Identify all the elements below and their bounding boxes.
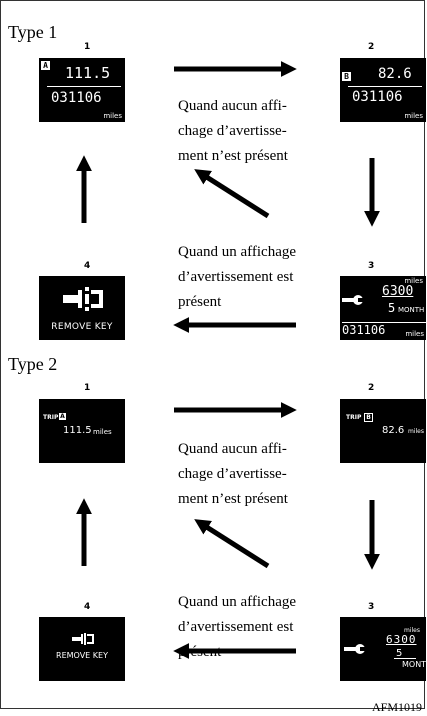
type2-label: Type 2 [8,354,58,374]
trip-b-badge: B [364,413,373,422]
type2-step-1-number: 1 [84,383,91,393]
type1-caption-warning: Quand un affichage d’avertissement est p… [178,244,297,310]
type1-step-3-number: 3 [368,261,375,271]
unit-label-top: miles [404,627,420,634]
type2-step-2-number: 2 [368,383,375,393]
trip-a-badge: A [41,61,50,70]
type2-display-maintenance: miles 6300 5 MONTH [340,617,426,681]
divider [394,658,416,659]
type2-display-trip-a: TRIP A 111.5 miles [39,399,125,463]
unit-label-top: miles [404,277,423,285]
key-icon [72,633,94,645]
type1-display-trip-b: B 82.6 031106 miles [340,58,426,122]
months-value: 5 [396,648,403,659]
wrench-icon [344,644,366,654]
unit-label-bottom: miles [405,330,424,338]
month-label: MONTH [402,660,426,669]
trip-value: 111.5 [65,64,111,82]
type1-display-trip-a: A 111.5 031106 miles [39,58,125,122]
type2-display-remove-key: REMOVE KEY [39,617,125,681]
type1-step-1-number: 1 [84,42,91,52]
key-icon [63,287,103,311]
type2-caption-no-warning: Quand aucun affi- chage d’avertisse- men… [178,441,288,507]
trip-value: 82.6 [382,425,405,436]
type2-step-3-number: 3 [368,602,375,612]
month-label: MONTH [398,306,425,314]
unit-label: miles [404,112,423,120]
type1-display-maintenance: miles 6300 5 MONTH 031106 miles [340,276,426,340]
type1-display-remove-key: REMOVE KEY [39,276,125,340]
unit-label: miles [93,428,112,436]
remove-key-text: REMOVE KEY [56,651,108,660]
distance-value: 6300 [382,284,414,299]
trip-value: 82.6 [378,66,412,82]
arrow-diagonal-icon [194,169,270,219]
type1-label: Type 1 [8,22,58,42]
date-value: 031106 [342,323,386,337]
type1-step-2-number: 2 [368,42,375,52]
unit-label: miles [408,428,424,435]
type1-step-4-number: 4 [84,261,91,271]
type2-display-trip-b: TRIP B 82.6 miles [340,399,426,463]
arrow-diagonal-icon [194,519,270,569]
distance-value: 6300 [386,633,417,646]
type1-caption-no-warning: Quand aucun affi- chage d’avertisse- men… [178,98,288,164]
trip-a-badge: A [59,413,66,420]
trip-label: TRIP [346,414,362,421]
divider [348,86,422,87]
trip-b-badge: B [342,72,351,81]
divider [342,322,426,323]
figure-code: AFM1019 [371,700,422,714]
trip-label: TRIP [43,414,59,421]
wrench-icon [342,295,364,305]
type2-step-4-number: 4 [84,602,91,612]
unit-label: miles [103,112,122,120]
trip-value: 111.5 [63,425,92,436]
date-value: 031106 [51,90,102,106]
divider [47,86,121,87]
months-value: 5 [388,301,396,315]
date-value: 031106 [352,89,403,105]
remove-key-text: REMOVE KEY [51,322,113,332]
